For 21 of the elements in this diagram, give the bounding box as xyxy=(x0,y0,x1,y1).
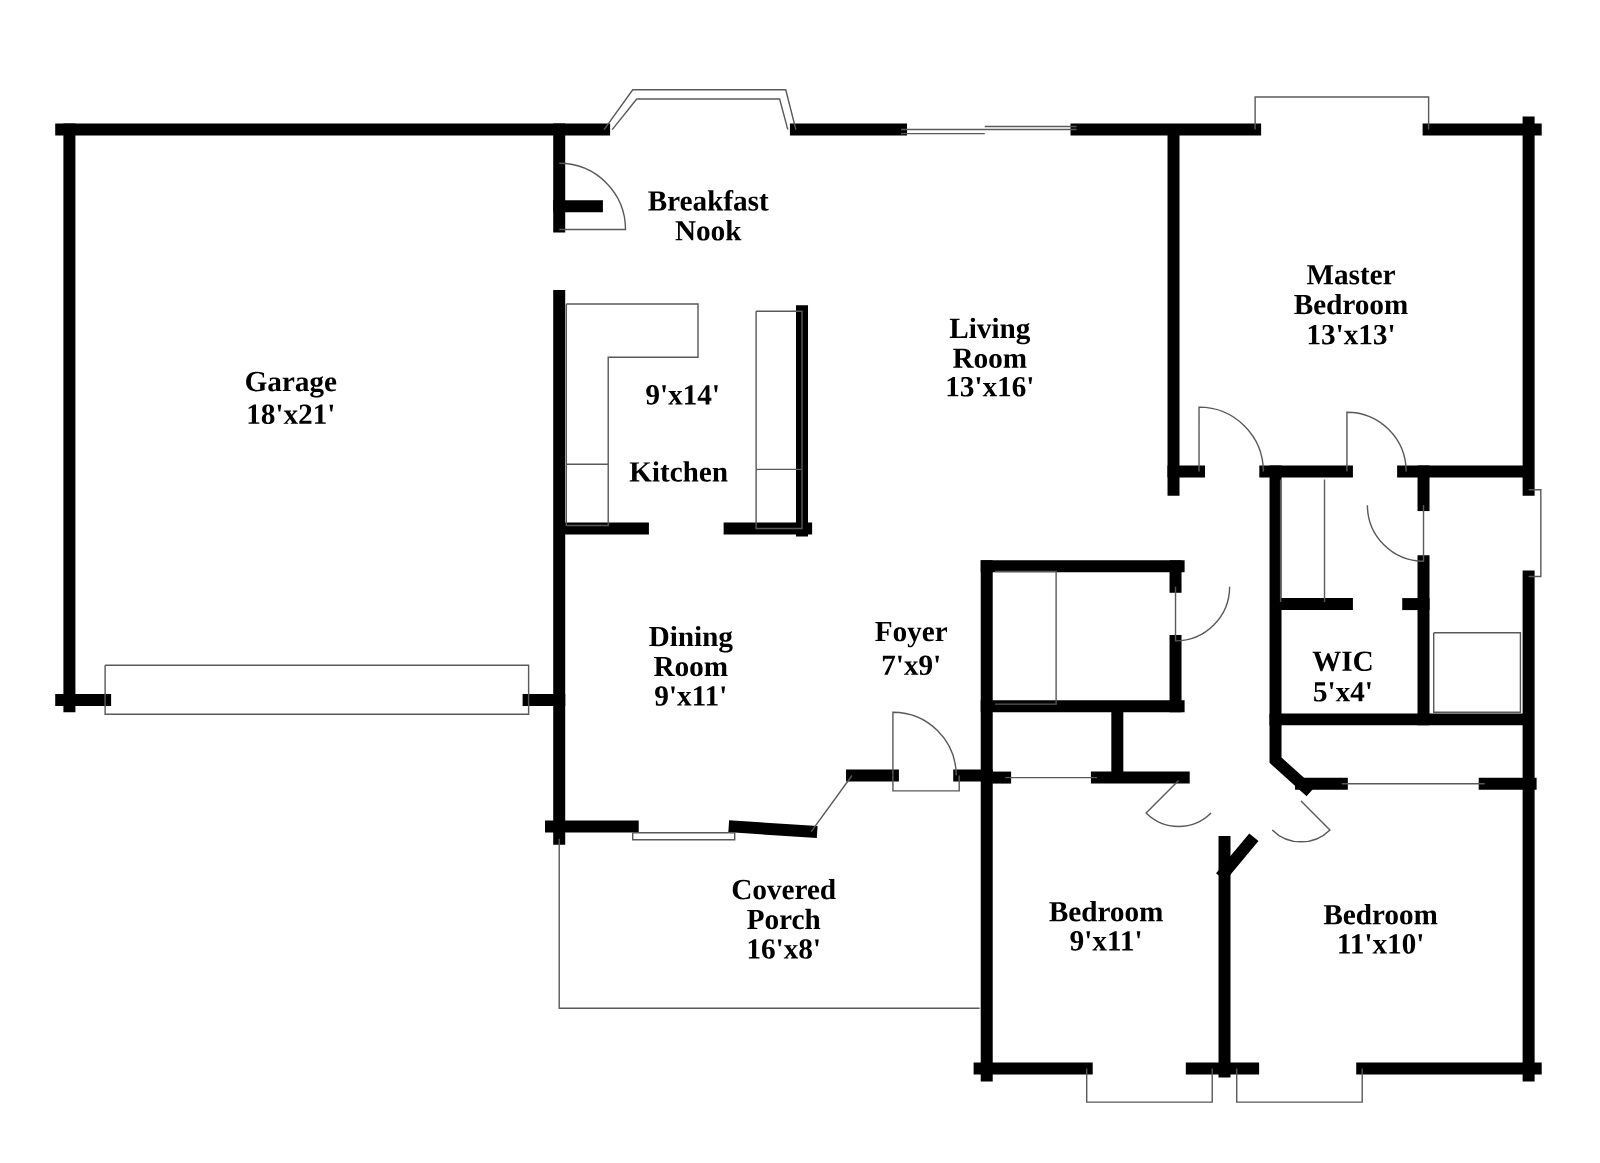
room-dimensions: 9'x11' xyxy=(655,686,726,706)
room-name: WIC xyxy=(1312,651,1372,671)
room-name: Bedroom xyxy=(1323,903,1438,925)
room-name: Master Bedroom xyxy=(1294,265,1408,315)
room-name: Garage xyxy=(246,371,337,398)
room-dimensions: 16'x8' xyxy=(748,939,819,959)
room-dimensions: 11'x10' xyxy=(1339,933,1423,954)
room-name: Foyer xyxy=(875,621,947,648)
room-name: Breakfast Nook xyxy=(648,189,769,241)
room-dimensions: 5'x4' xyxy=(1314,682,1371,702)
room-dimensions: 9'x14' xyxy=(646,384,718,405)
room-name: Living Room xyxy=(949,317,1031,368)
room-dimensions: 13'x16' xyxy=(947,376,1033,397)
room-dimensions: 18'x21' xyxy=(248,404,334,424)
room-name: Dining Room xyxy=(649,625,733,677)
room-name: Kitchen xyxy=(629,461,728,482)
room-dimensions: 13'x13' xyxy=(1308,324,1394,345)
room-dimensions: 7'x9' xyxy=(882,655,939,675)
room-dimensions: 9'x11' xyxy=(1070,930,1141,951)
room-name: Bedroom xyxy=(1049,900,1163,922)
room-name: Covered Porch xyxy=(732,878,836,930)
